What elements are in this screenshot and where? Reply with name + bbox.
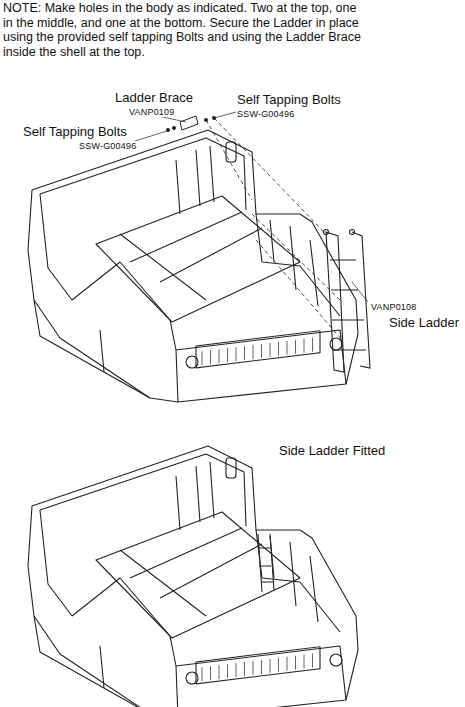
side-ladder [324, 230, 371, 373]
grille-slats [202, 338, 313, 682]
part-number: VANP0108 [370, 302, 417, 312]
grille-slat [270, 343, 271, 357]
grille-slat [210, 666, 211, 680]
grille-slat [295, 656, 296, 670]
body-shell [28, 130, 358, 402]
part-name: Ladder Brace [114, 91, 194, 106]
part-name: Self Tapping Bolts [236, 93, 342, 108]
grille-slat [227, 664, 228, 678]
grille-slat [295, 340, 296, 354]
grille-slat [304, 339, 305, 353]
leader-lines [132, 112, 368, 302]
grille-slat [261, 344, 262, 358]
hole-lines [206, 118, 342, 340]
part-number: VANP0109 [128, 107, 175, 117]
grille-slat [312, 338, 313, 352]
ladder-brace [180, 116, 198, 130]
note-text: NOTE: Make holes in the body as indicate… [2, 1, 364, 59]
part-name: Self Tapping Bolts [22, 125, 128, 140]
part-number: SSW-G00496 [78, 141, 137, 151]
grille-slat [202, 351, 203, 365]
grille-slat [270, 659, 271, 673]
grille-slat [278, 342, 279, 356]
grille-slat [202, 667, 203, 681]
side-ladder-fitted [258, 534, 274, 592]
grille-slat [287, 657, 288, 671]
grille-slat [210, 350, 211, 364]
grille-slat [278, 658, 279, 672]
bolts [166, 116, 216, 132]
grille-slat [244, 662, 245, 676]
grille-slat [253, 345, 254, 359]
part-number: SSW-G00496 [236, 109, 295, 119]
grille-slat [236, 663, 237, 677]
grille-slat [236, 347, 237, 361]
grille-slat [287, 341, 288, 355]
grille-slat [304, 655, 305, 669]
grille-slat [219, 349, 220, 363]
grille-slat [227, 348, 228, 362]
grille-slat [219, 665, 220, 679]
body-shell [28, 446, 358, 707]
grille-slat [261, 660, 262, 674]
grille-slat [312, 654, 313, 668]
caption-label: Side Ladder Fitted [278, 444, 386, 459]
part-name: Side Ladder [388, 316, 460, 331]
grille-slat [253, 661, 254, 675]
grille-slat [244, 346, 245, 360]
